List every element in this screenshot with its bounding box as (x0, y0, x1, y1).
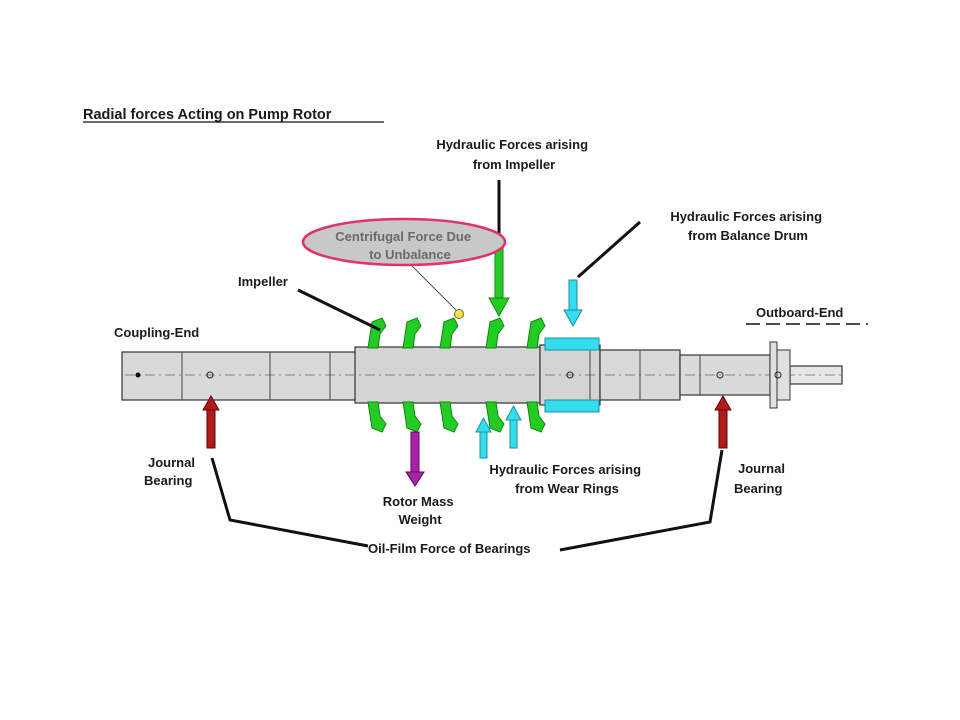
oil-film-leaders (210, 449, 724, 552)
impeller-3-top (439, 317, 459, 349)
hydraulic-balance-drum-label: Hydraulic Forces arising from Balance Dr… (670, 209, 825, 243)
impeller-5-bottom (526, 401, 546, 433)
impeller-leader (297, 288, 381, 332)
impeller-4-bottom (485, 401, 505, 433)
impeller-2-bottom (402, 401, 422, 433)
unbalance-mass-dot (454, 309, 464, 319)
rotor-mass-label: Rotor Mass Weight (383, 494, 457, 527)
right-journal-bearing-arrow (714, 394, 732, 449)
rotor-mass-arrow (405, 431, 425, 487)
journal-bearing-right-label: Journal Bearing (734, 461, 789, 496)
impeller-label: Impeller (238, 274, 288, 289)
hydraulic-wear-rings-label: Hydraulic Forces arising from Wear Rings (489, 462, 644, 496)
hydraulic-impeller-label: Hydraulic Forces arising from Impeller (436, 137, 591, 172)
centrifugal-highlight (301, 217, 507, 267)
journal-bearing-left-label: Journal Bearing (144, 455, 199, 488)
left-journal-bearing-arrow (202, 394, 220, 449)
impeller-2-top (402, 317, 422, 349)
balance-drum (544, 337, 600, 413)
rotor-shaft (121, 341, 845, 409)
impeller-5-top (526, 317, 546, 349)
impeller-3-bottom (439, 401, 459, 433)
impeller-stages (367, 317, 546, 433)
coupling-end-label: Coupling-End (114, 325, 199, 340)
oil-film-label: Oil-Film Force of Bearings (368, 541, 531, 556)
coupling-end-dot (135, 372, 141, 378)
unbalance-leader (411, 265, 457, 311)
balance-drum-force-arrow (563, 220, 641, 328)
impeller-4-top (485, 317, 505, 349)
impeller-1-bottom (367, 401, 387, 433)
centrifugal-label: Centrifugal Force Due to Unbalance (335, 229, 474, 262)
impeller-1-top (367, 317, 387, 349)
outboard-end-label: Outboard-End (756, 305, 843, 320)
wear-ring-arrows (475, 404, 522, 459)
diagram-title: Radial forces Acting on Pump Rotor (83, 107, 332, 123)
